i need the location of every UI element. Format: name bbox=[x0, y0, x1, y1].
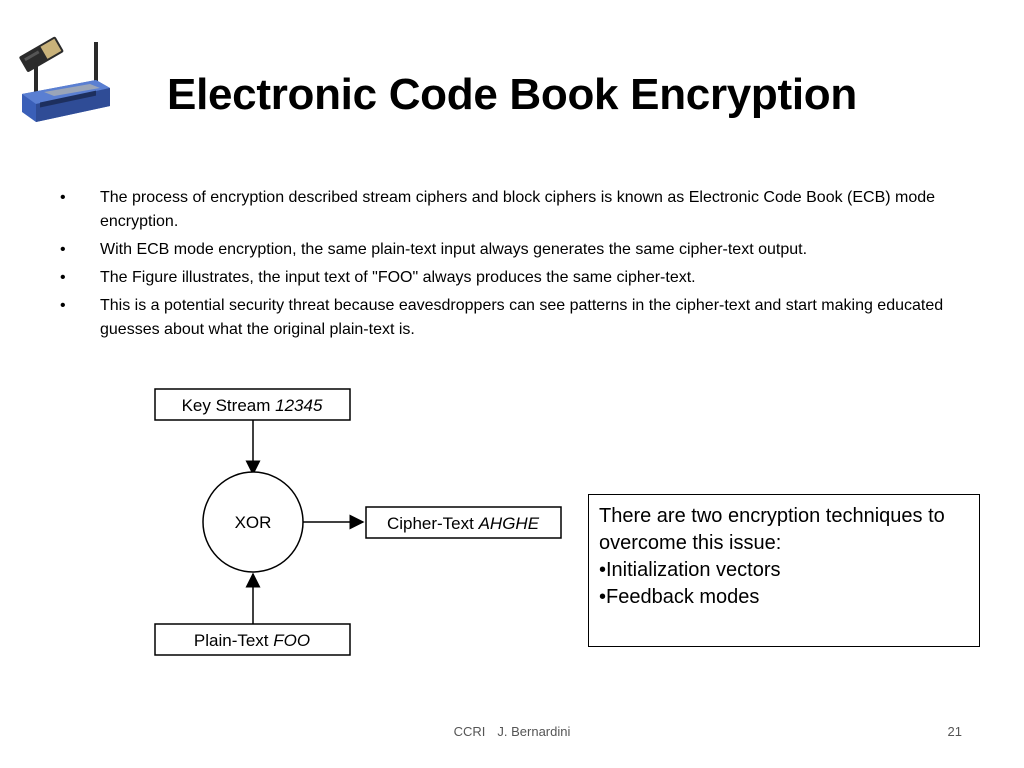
footer-author: J. Bernardini bbox=[497, 724, 571, 739]
footer-org: CCRI bbox=[453, 724, 486, 739]
list-item: •With ECB mode encryption, the same plai… bbox=[60, 241, 808, 258]
bullet-text: The process of encryption described stre… bbox=[100, 189, 936, 230]
note-item: •Initialization vectors bbox=[599, 559, 781, 581]
cipher-text: Cipher-Text AHGHE bbox=[387, 514, 540, 533]
bullet-list: •The process of encryption described str… bbox=[60, 186, 950, 346]
plain-text: Plain-Text FOO bbox=[194, 631, 310, 650]
page-title: Electronic Code Book Encryption bbox=[167, 70, 857, 119]
wireless-router-icon bbox=[14, 14, 114, 126]
list-item: •This is a potential security threat bec… bbox=[60, 297, 944, 338]
xor-text: XOR bbox=[235, 513, 272, 532]
note-text: There are two encryption techniques to o… bbox=[599, 505, 945, 554]
bullet-text: The Figure illustrates, the input text o… bbox=[100, 269, 696, 286]
list-item: •The process of encryption described str… bbox=[60, 189, 936, 230]
footer: CCRI J. Bernardini bbox=[0, 724, 1024, 739]
note-box: There are two encryption techniques to o… bbox=[588, 494, 980, 647]
note-item: •Feedback modes bbox=[599, 586, 760, 608]
ecb-diagram: Key Stream 12345 XOR Cipher-Text AHGHE P… bbox=[150, 385, 570, 660]
cipher-box bbox=[365, 506, 562, 539]
key-stream-text: Key Stream 12345 bbox=[182, 396, 323, 415]
list-item: •The Figure illustrates, the input text … bbox=[60, 269, 696, 286]
bullet-text: With ECB mode encryption, the same plain… bbox=[100, 241, 808, 258]
plain-box bbox=[154, 623, 351, 656]
bullet-text: This is a potential security threat beca… bbox=[100, 297, 944, 338]
page-number: 21 bbox=[947, 724, 962, 739]
